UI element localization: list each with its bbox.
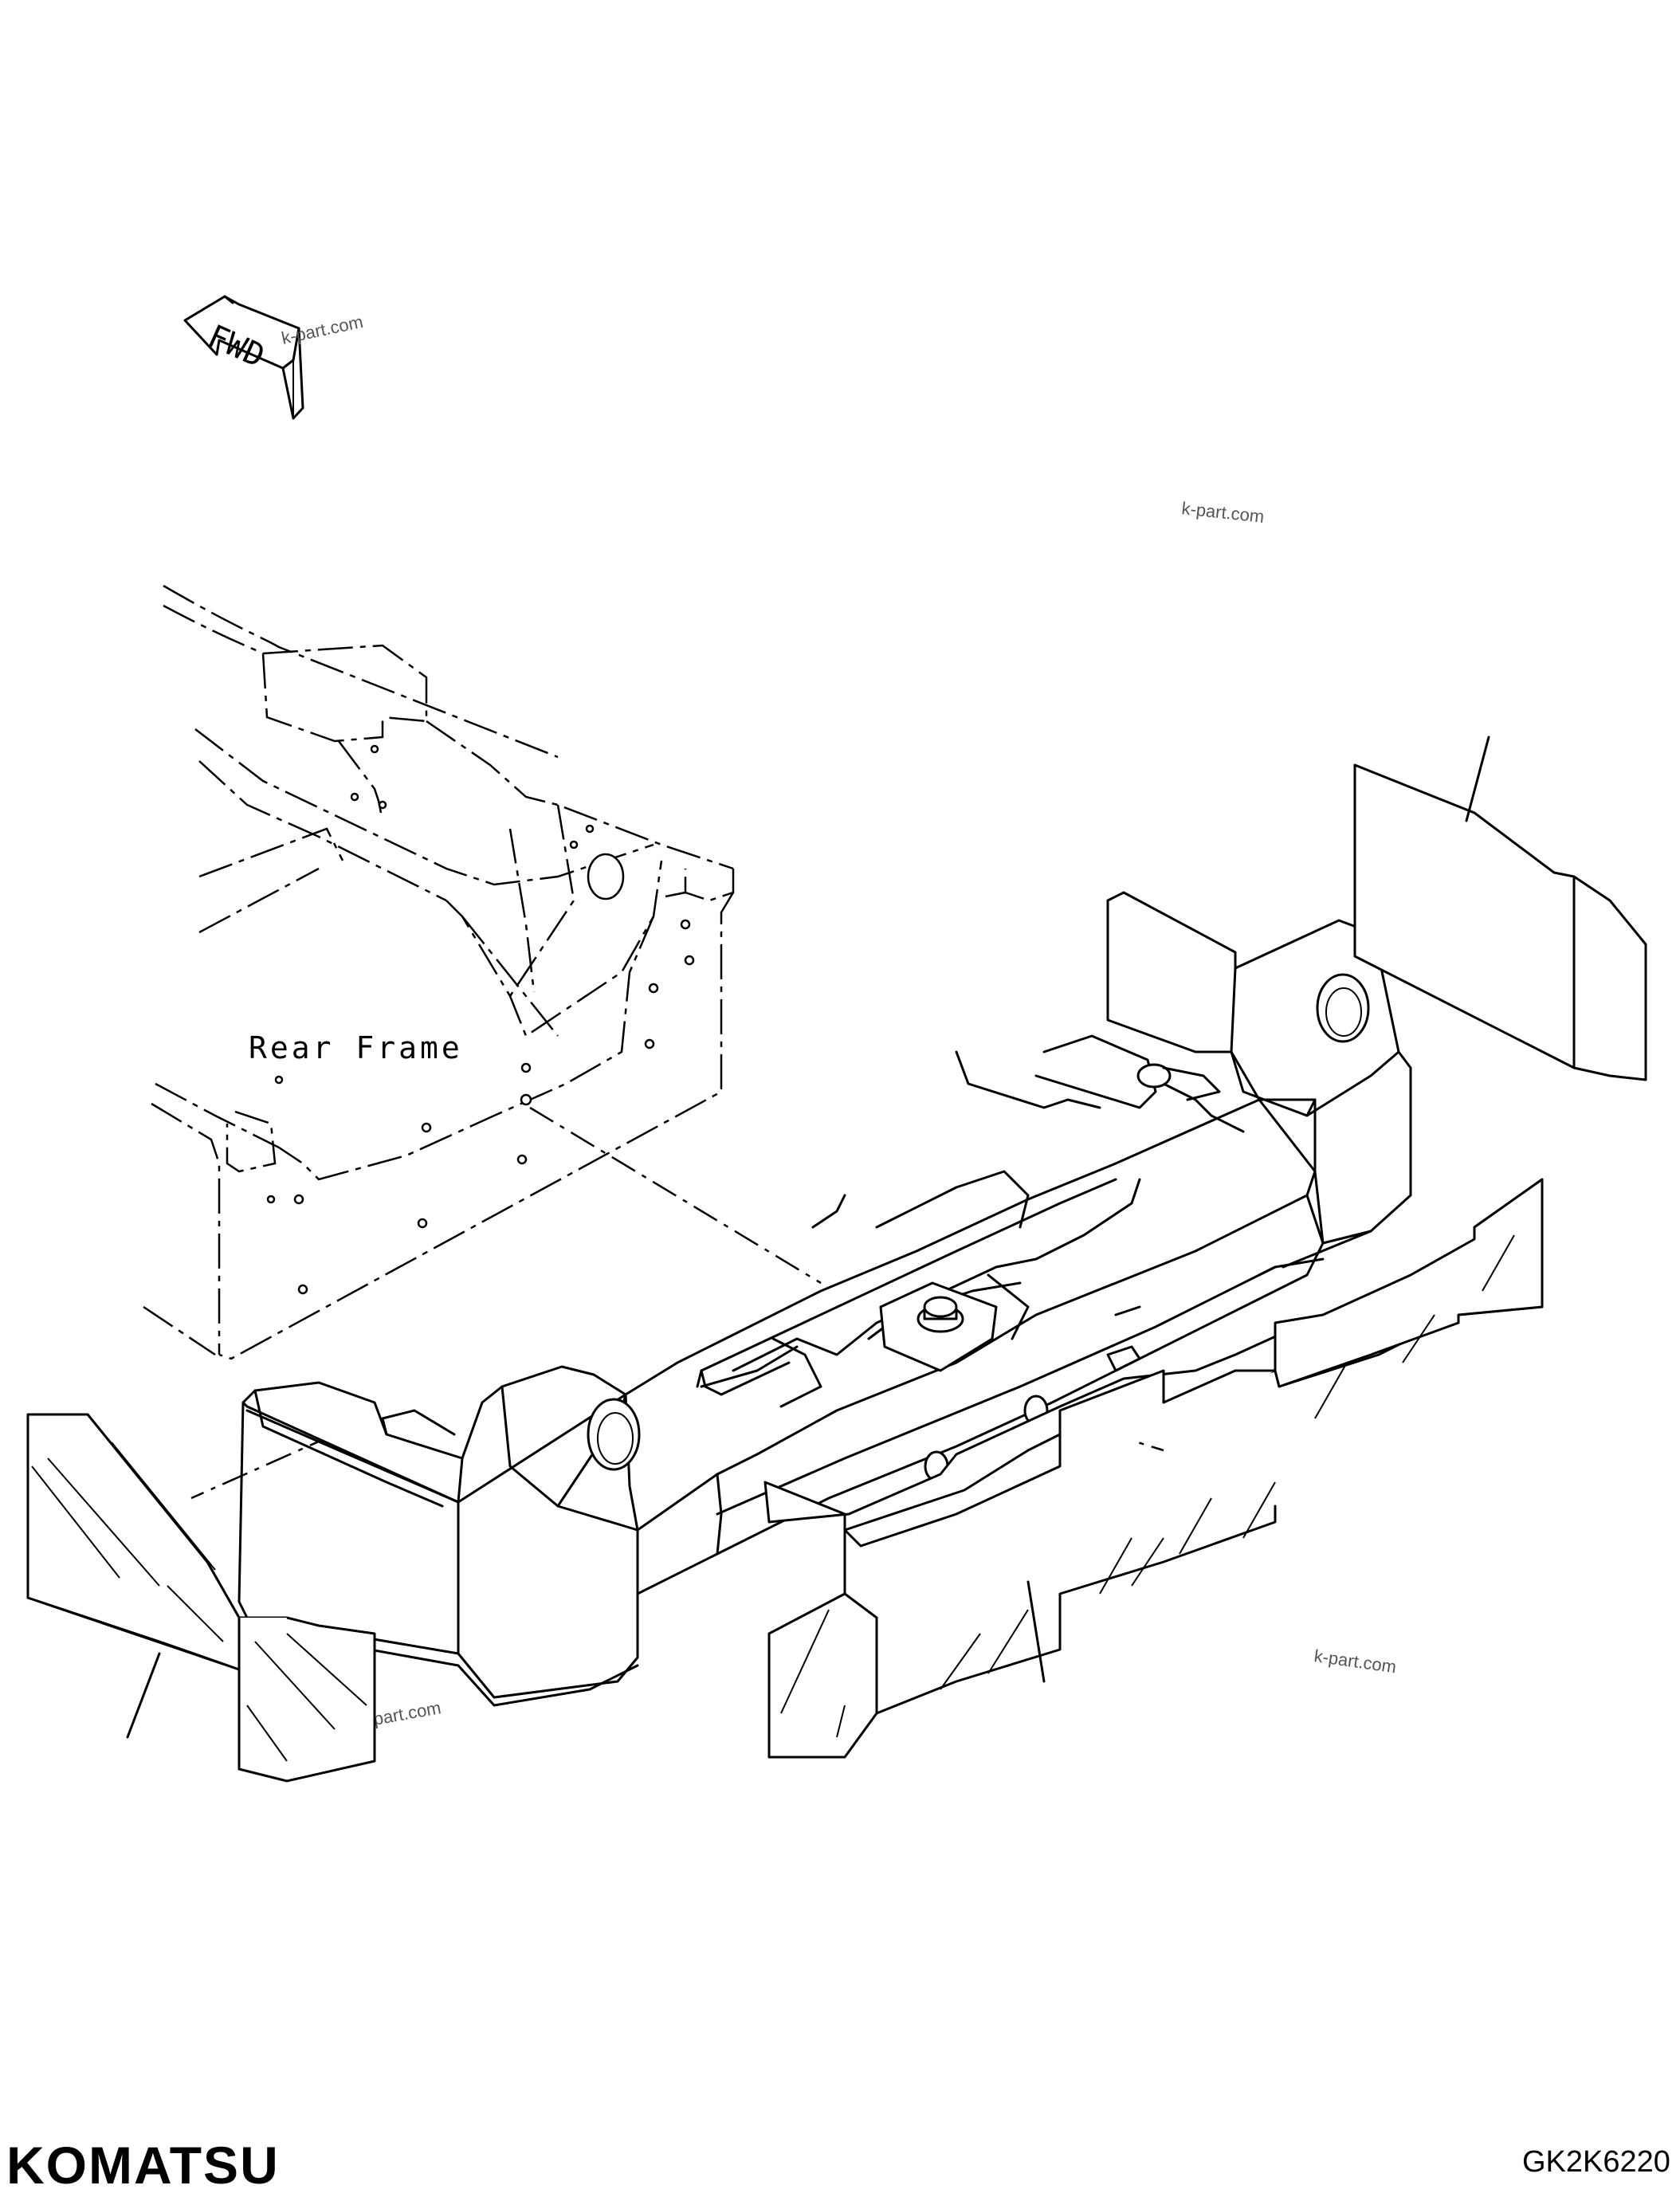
- rear-frame-outline: [143, 584, 735, 1360]
- watermark-2: k-part.com: [1180, 498, 1265, 527]
- counterweight: [237, 891, 1412, 1707]
- leader-left-sticker: [126, 1652, 161, 1739]
- leader-side-sticker: [1026, 1580, 1046, 1683]
- rear-frame-label: Rear Frame: [249, 1030, 463, 1065]
- left-rear-sticker: [26, 1413, 376, 1783]
- fwd-label: FWD: [202, 318, 270, 375]
- right-rear-sticker: [1353, 763, 1647, 1081]
- drawing-code: GK2K6220: [1522, 2145, 1670, 2179]
- leader-right-sticker: [1465, 736, 1490, 822]
- komatsu-logo: KOMATSU: [6, 2136, 280, 2195]
- fwd-arrow-icon: FWD: [183, 295, 304, 420]
- leader-line-frame: [529, 1106, 822, 1285]
- watermark-1: k-part.com: [280, 312, 365, 348]
- rear-frame-holes: [266, 744, 695, 1295]
- leader-line-left-sticker: [190, 1433, 336, 1500]
- watermark-3: k-part.com: [1313, 1646, 1397, 1677]
- side-sticker: [763, 1178, 1544, 1759]
